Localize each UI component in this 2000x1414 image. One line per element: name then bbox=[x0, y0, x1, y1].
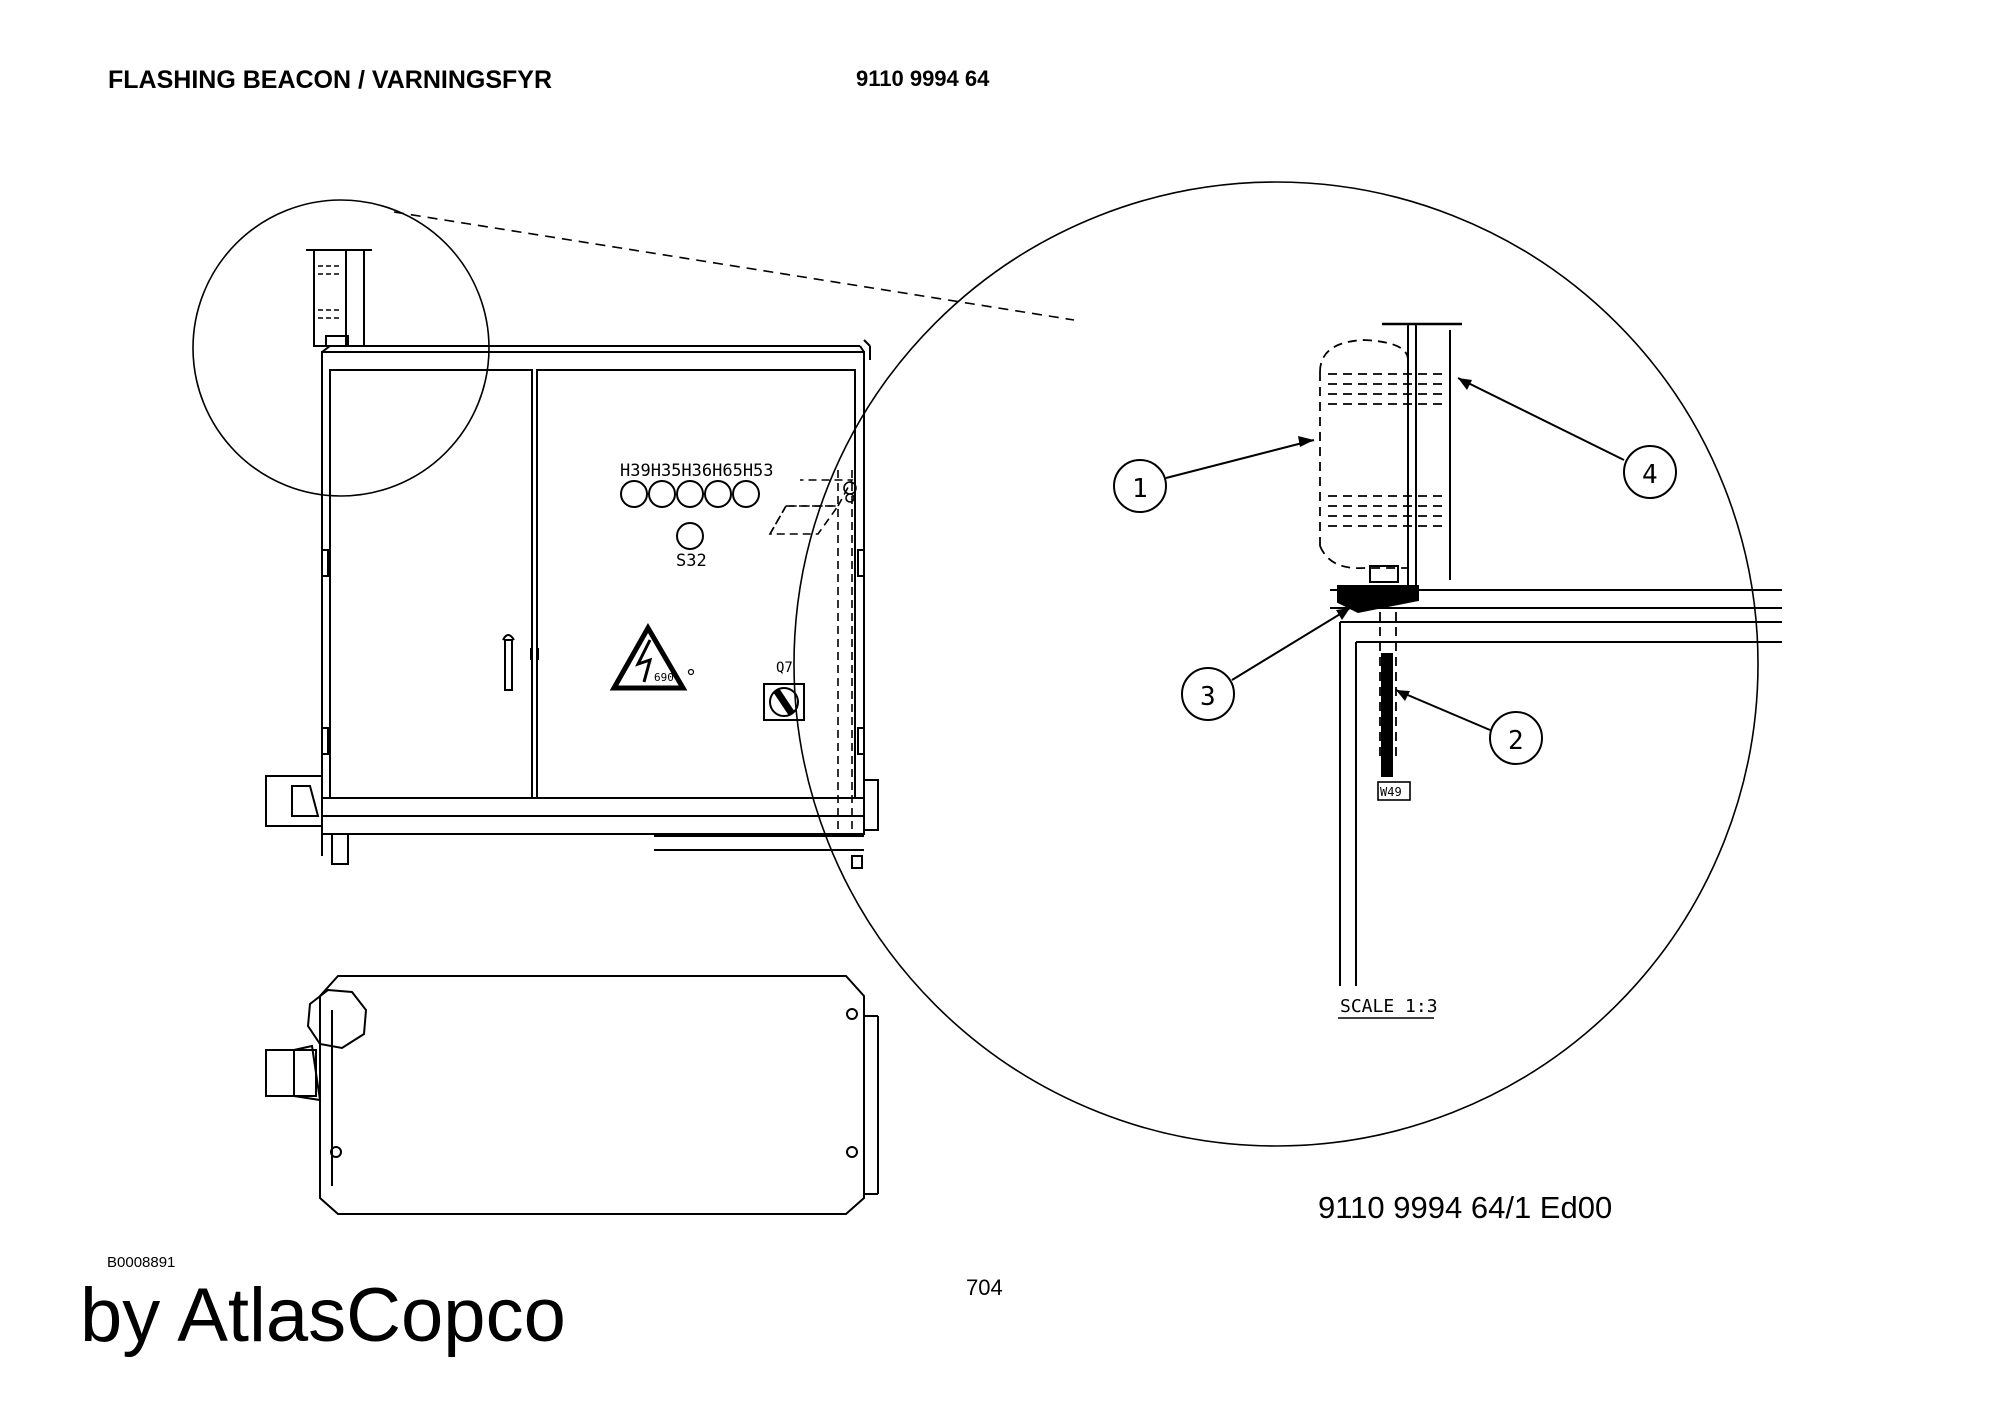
indicator-labels: H39H35H36H65H53 bbox=[620, 461, 774, 481]
detail-marker-circle bbox=[192, 199, 490, 497]
main-switch bbox=[763, 683, 805, 721]
cabinet-top-view bbox=[265, 975, 879, 1215]
right-door bbox=[536, 369, 856, 799]
callout-1-label: 1 bbox=[1132, 474, 1148, 504]
cable-tag bbox=[1377, 781, 1411, 801]
page-number: 704 bbox=[966, 1275, 1003, 1300]
scale-label: SCALE 1:3 bbox=[1340, 996, 1438, 1017]
callout-2 bbox=[1489, 711, 1543, 765]
callout-1 bbox=[1113, 459, 1167, 513]
callout-4-label: 4 bbox=[1642, 460, 1658, 490]
callout-4 bbox=[1623, 445, 1677, 499]
detail-view bbox=[793, 181, 1782, 1147]
callout-3 bbox=[1181, 667, 1235, 721]
indicator-lamp bbox=[648, 480, 676, 508]
push-button bbox=[676, 522, 704, 550]
push-button-label: S32 bbox=[676, 551, 707, 571]
detail-leader-line bbox=[393, 211, 1075, 321]
page-title: FLASHING BEACON / VARNINGSFYR bbox=[108, 66, 552, 94]
cable-tag-label: W49 bbox=[1380, 785, 1402, 799]
detail-circle bbox=[793, 181, 1759, 1147]
brand-text: by AtlasCopco bbox=[80, 1273, 566, 1358]
part-number: 9110 9994 64 bbox=[856, 66, 990, 91]
electrical-warning-icon bbox=[609, 622, 688, 691]
switch-label: Q7 bbox=[776, 660, 793, 676]
callout-3-label: 3 bbox=[1200, 682, 1216, 712]
beacon-small bbox=[313, 249, 365, 347]
indicator-lamp bbox=[704, 480, 732, 508]
callout-2-label: 2 bbox=[1508, 726, 1524, 756]
indicator-lamp bbox=[732, 480, 760, 508]
warning-label: 690 bbox=[654, 671, 674, 684]
indicator-lamp bbox=[620, 480, 648, 508]
drawing-number: 9110 9994 64/1 Ed00 bbox=[1318, 1190, 1613, 1225]
image-reference: B0008891 bbox=[107, 1254, 176, 1271]
left-door bbox=[329, 369, 533, 799]
indicator-lamp bbox=[676, 480, 704, 508]
cabinet-front-view bbox=[265, 249, 879, 869]
beacon-top-octagon bbox=[306, 988, 368, 1050]
